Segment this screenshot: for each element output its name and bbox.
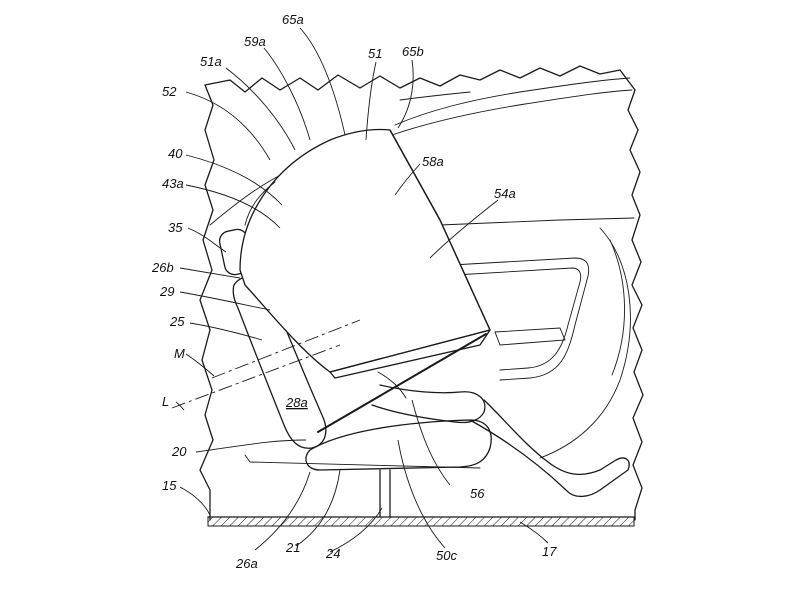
label-17: 17 — [542, 544, 557, 559]
label-28a: 28a — [285, 395, 308, 410]
label-65a: 65a — [282, 12, 304, 27]
roof-line-a — [394, 77, 631, 126]
airbag-lower-edge — [329, 329, 491, 379]
door-trim-curve-2 — [609, 239, 625, 376]
label-51a: 51a — [200, 54, 222, 69]
label-20: 20 — [171, 444, 187, 459]
tether-strap — [317, 333, 487, 433]
reference-labels: 65a 51 65b 59a 51a 52 40 58a 43a 54a 35 … — [151, 12, 557, 571]
occupant-thigh — [371, 384, 486, 424]
airbag-upper[interactable] — [239, 128, 491, 373]
label-58a: 58a — [422, 154, 444, 169]
label-M: M — [174, 346, 185, 361]
occupant-lower-leg — [469, 399, 630, 498]
label-54a: 54a — [494, 186, 516, 201]
door-panel-inner — [454, 267, 582, 371]
airbag-front-panel — [389, 129, 491, 331]
axis-line-M — [211, 319, 361, 379]
label-35: 35 — [168, 220, 183, 235]
label-65b: 65b — [402, 44, 424, 59]
seat-cushion — [305, 419, 492, 471]
airbag-inner-seam — [244, 181, 276, 226]
door-window-top — [439, 217, 635, 226]
tether-strap-2 — [377, 371, 407, 399]
label-21: 21 — [285, 540, 300, 555]
floor-panel — [207, 516, 635, 527]
axis-line-L — [171, 344, 341, 409]
label-56: 56 — [470, 486, 485, 501]
armrest — [494, 327, 566, 346]
label-26b: 26b — [151, 260, 174, 275]
roof-line-c — [399, 91, 471, 101]
label-L: L — [162, 394, 169, 409]
label-29: 29 — [159, 284, 174, 299]
label-59a: 59a — [244, 34, 266, 49]
label-40: 40 — [168, 146, 183, 161]
seat-base-frame — [244, 454, 481, 469]
label-15: 15 — [162, 478, 177, 493]
door-panel-outer — [451, 257, 590, 381]
roof-line-b — [391, 89, 633, 136]
door-trim-curve — [539, 227, 631, 459]
label-50c: 50c — [436, 548, 457, 563]
label-24: 24 — [325, 546, 340, 561]
label-43a: 43a — [162, 176, 184, 191]
label-25: 25 — [169, 314, 185, 329]
label-51: 51 — [368, 46, 382, 61]
lead-lines — [175, 27, 549, 553]
label-52: 52 — [162, 84, 177, 99]
cutaway-boundary — [199, 65, 644, 521]
label-26a: 26a — [235, 556, 258, 571]
